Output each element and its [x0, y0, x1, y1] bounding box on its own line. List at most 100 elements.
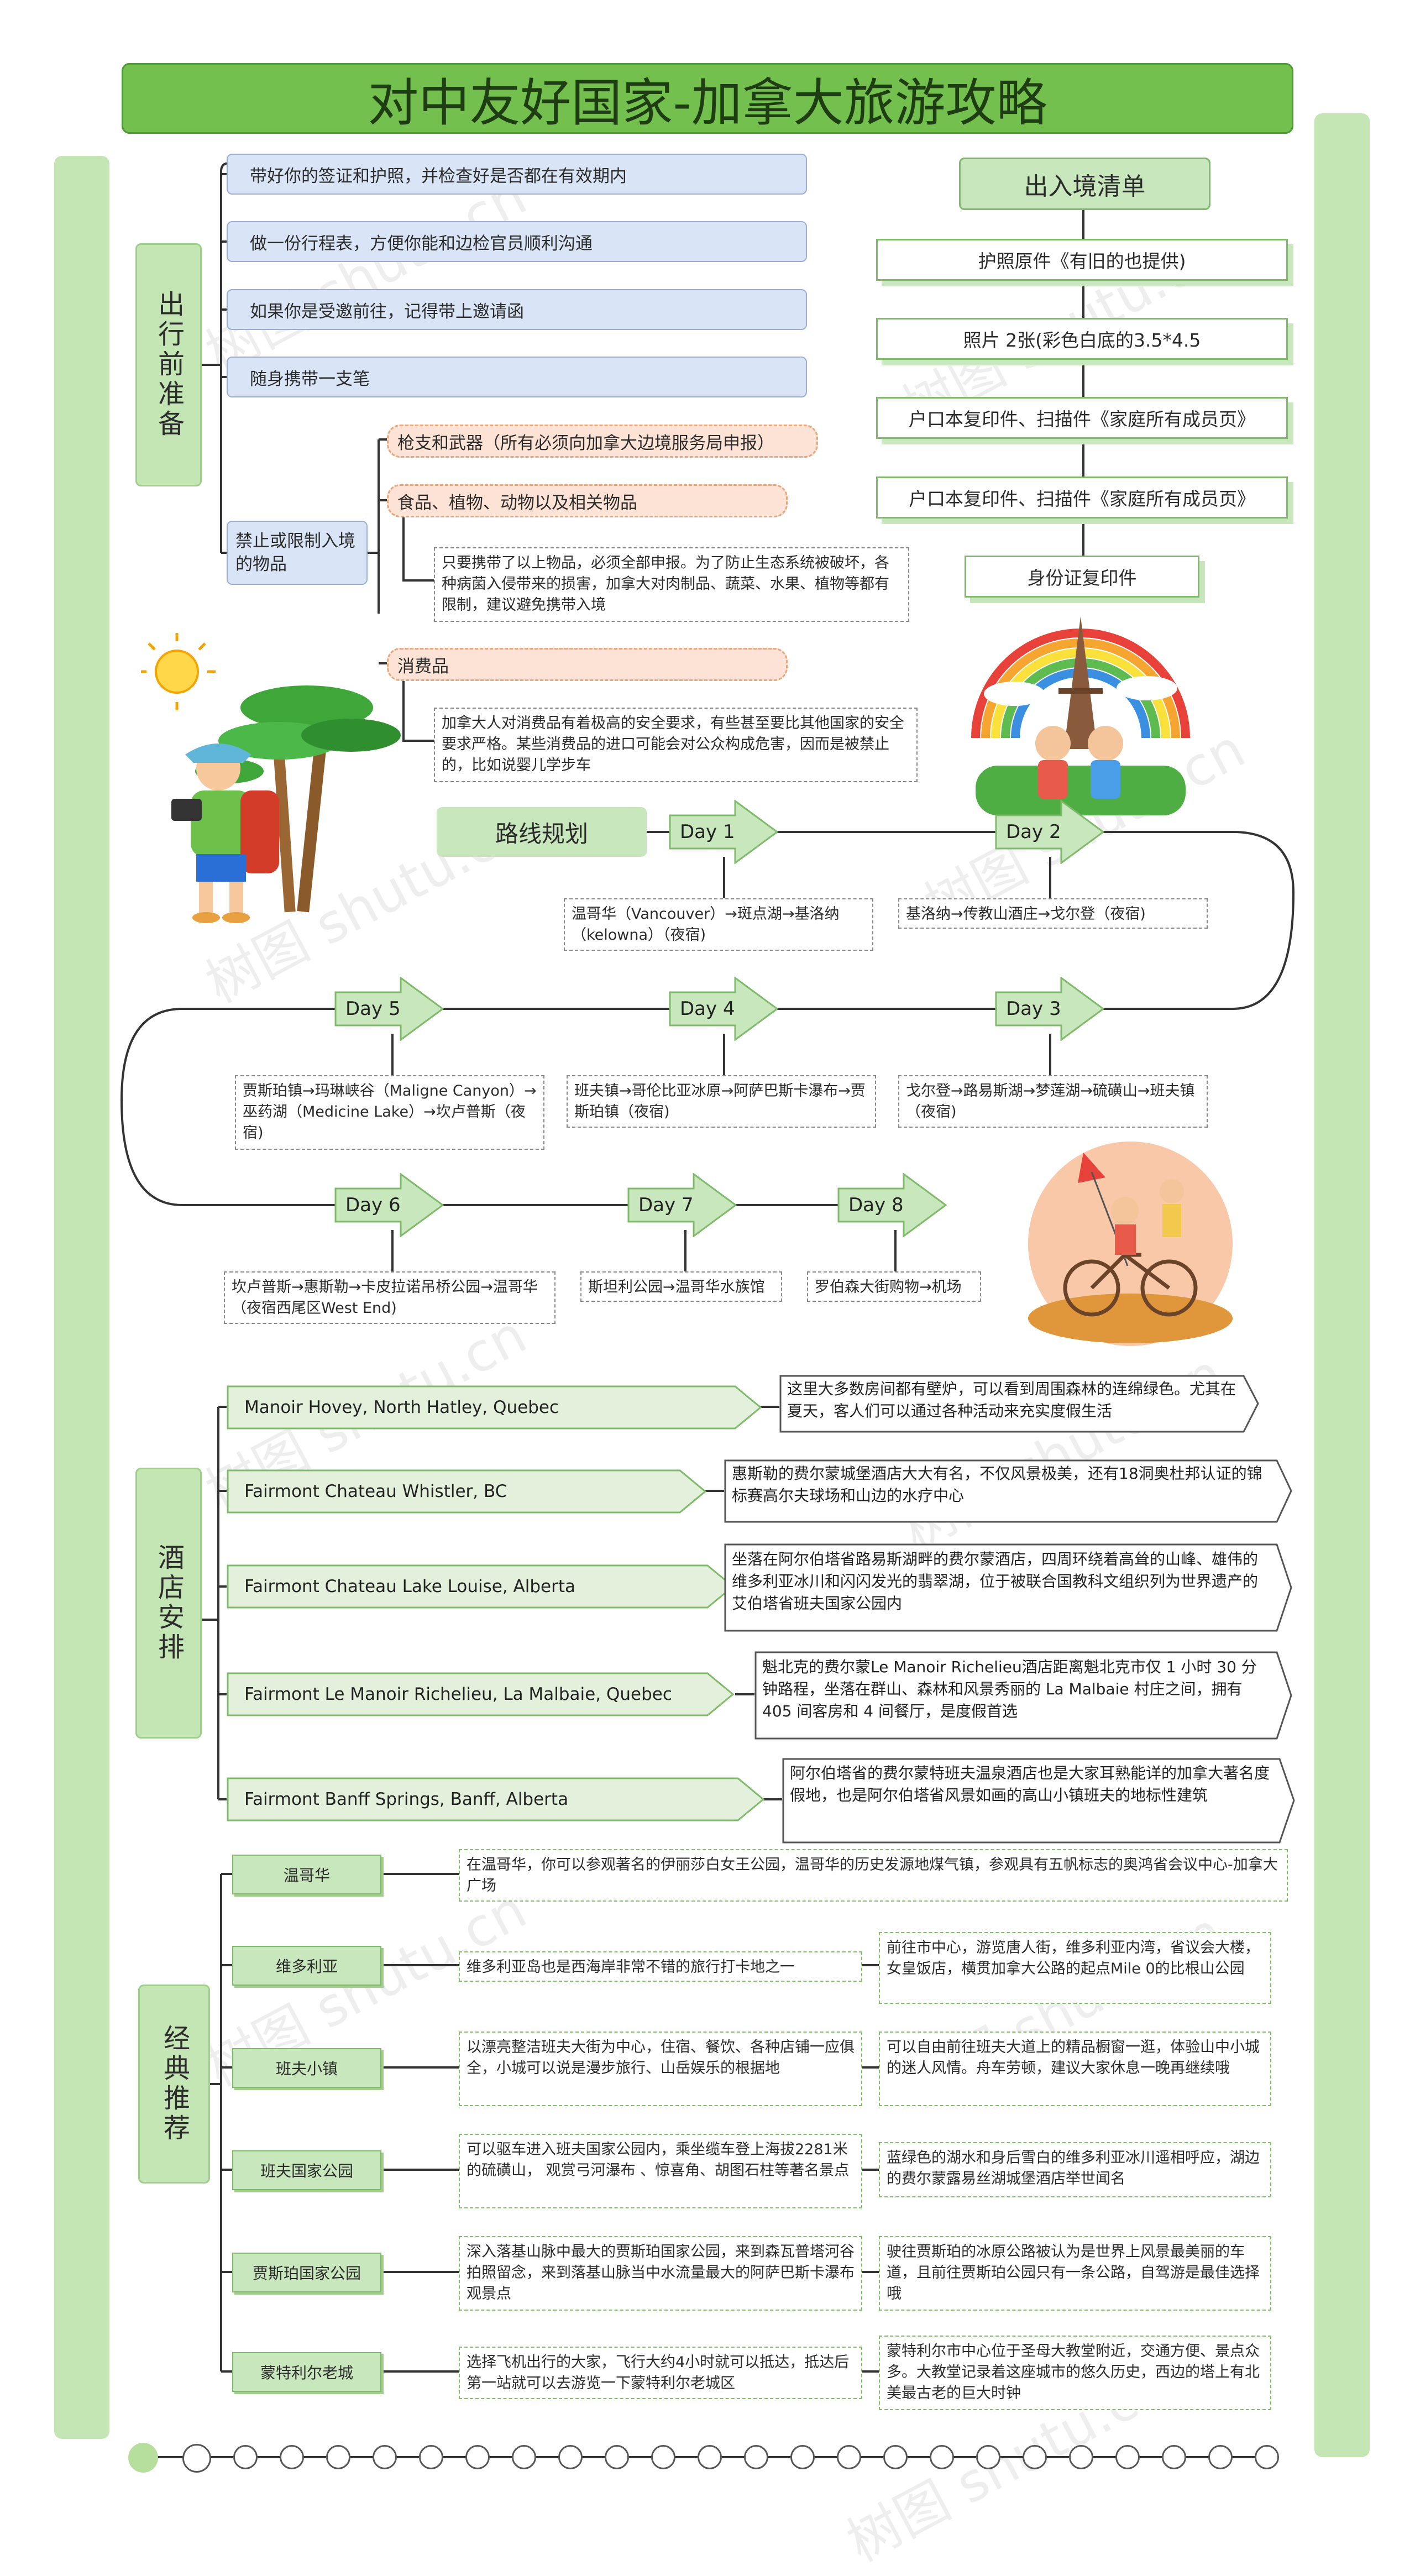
section-hotel: 酒店安排	[135, 1468, 202, 1739]
rec-text: 以漂亮整洁班夫大街为中心，住宿、餐饮、各种店铺一应俱全，小城可以说是漫步旅行、山…	[459, 2032, 862, 2106]
timeline-dot	[930, 2445, 954, 2469]
day5-label: Day 5	[345, 998, 401, 1020]
day5-arrow	[334, 977, 444, 1041]
timeline-dot	[558, 2445, 583, 2469]
day6-text: 坎卢普斯→惠斯勒→卡皮拉诺吊桥公园→温哥华（夜宿西尾区West End)	[224, 1271, 555, 1324]
hotel-name-shape	[227, 1564, 735, 1609]
hotel-name: Fairmont Chateau Lake Louise, Alberta	[244, 1577, 576, 1596]
hotel-desc: 魁北克的费尔蒙Le Manoir Richelieu酒店距离魁北克市仅 1 小时…	[762, 1658, 1257, 1720]
rec-text: 在温哥华，你可以参观著名的伊丽莎白女王公园，温哥华的历史发源地煤气镇，参观具有五…	[459, 1849, 1288, 1902]
hotel-desc: 这里大多数房间都有壁炉，可以看到周围森林的连绵绿色。尤其在夏天，客人们可以通过各…	[787, 1380, 1236, 1420]
timeline-dot	[976, 2445, 1000, 2469]
checklist-item: 护照原件《有旧的也提供)	[876, 239, 1288, 281]
hotel-name: Manoir Hovey, North Hatley, Quebec	[244, 1397, 559, 1417]
restricted-food: 食品、植物、动物以及相关物品	[387, 484, 788, 517]
hotel-name: Fairmont Chateau Whistler, BC	[244, 1481, 507, 1501]
hotel-desc-shape	[724, 1543, 1292, 1632]
restricted-food-note: 只要携带了以上物品，必须全部申报。为了防止生态系统被破坏，各种病菌入侵带来的损害…	[434, 547, 909, 622]
before-item: 做一份行程表，方便你能和边检官员顺利沟通	[227, 221, 807, 262]
cyclists-illustration	[1028, 1142, 1233, 1346]
timeline-dot	[233, 2445, 258, 2469]
timeline-dot	[512, 2445, 536, 2469]
hotel-name-shape	[227, 1469, 707, 1514]
timeline-dot	[419, 2445, 443, 2469]
day4-arrow	[669, 977, 779, 1041]
tourist-illustration	[141, 633, 401, 923]
checklist-item: 户口本复印件、扫描件《家庭所有成员页》	[876, 397, 1288, 439]
timeline-dot	[1069, 2445, 1093, 2469]
rec-text-detail: 可以自由前往班夫大道上的精品橱窗一逛，体验山中小城的迷人风情。舟车劳顿，建议大家…	[879, 2032, 1271, 2106]
day2-arrow	[995, 800, 1105, 864]
rec-text: 维多利亚岛也是西海岸非常不错的旅行打卡地之一	[459, 1951, 862, 1982]
checklist-item: 照片 2张(彩色白底的3.5*4.5	[876, 318, 1288, 360]
timeline-dot	[1162, 2445, 1186, 2469]
day7-arrow	[627, 1173, 737, 1237]
rec-place: 班夫小镇	[232, 2048, 381, 2088]
timeline-dot	[326, 2445, 350, 2469]
day8-text: 罗伯森大街购物→机场	[807, 1271, 981, 1302]
hotel-name-shape	[227, 1777, 765, 1821]
before-item: 随身携带一支笔	[227, 357, 807, 397]
timeline-dot	[1255, 2445, 1279, 2469]
restricted-consumer-note: 加拿大人对消费品有着极高的安全要求，有些甚至要比其他国家的安全要求严格。某些消费…	[434, 708, 918, 782]
timeline-dot	[651, 2445, 675, 2469]
rec-text-detail: 前往市中心，游览唐人街，维多利亚内湾，省议会大楼，女皇饭店，横贯加拿大公路的起点…	[879, 1932, 1271, 2004]
hotel-desc: 阿尔伯塔省的费尔蒙特班夫温泉酒店也是大家耳熟能详的加拿大著名度假地，也是阿尔伯塔…	[790, 1764, 1270, 1804]
eiffel-kids-illustration	[971, 616, 1190, 815]
timeline-dot	[837, 2445, 861, 2469]
timeline-dot	[280, 2445, 304, 2469]
day7-label: Day 7	[638, 1194, 694, 1216]
day4-label: Day 4	[680, 998, 735, 1020]
hotel-desc: 惠斯勒的费尔蒙城堡酒店大大有名，不仅风景极美，还有18洞奥杜邦认证的锦标赛高尔夫…	[732, 1464, 1262, 1505]
day3-text: 戈尔登→路易斯湖→梦莲湖→硫磺山→班夫镇（夜宿)	[898, 1075, 1208, 1128]
timeline-dot	[744, 2445, 768, 2469]
rec-text-detail: 蓝绿色的湖水和身后雪白的维多利亚冰川遥相呼应，湖边的费尔蒙露易丝湖城堡酒店举世闻…	[879, 2142, 1271, 2197]
before-item: 带好你的签证和护照，并检查好是否都在有效期内	[227, 154, 807, 195]
day1-arrow	[669, 800, 779, 864]
rec-place: 蒙特利尔老城	[232, 2352, 381, 2392]
timeline-dot	[1115, 2445, 1140, 2469]
checklist-item: 身份证复印件	[965, 556, 1199, 598]
day6-arrow	[334, 1173, 444, 1237]
timeline-dot	[1208, 2445, 1233, 2469]
timeline-start-dot	[128, 2443, 158, 2473]
restricted-label: 禁止或限制入境的物品	[227, 521, 368, 585]
hotel-desc-shape	[754, 1651, 1292, 1740]
timeline-dot	[698, 2445, 722, 2469]
left-sidebar	[54, 156, 109, 2439]
day8-arrow	[837, 1173, 947, 1237]
restricted-guns: 枪支和武器（所有必须向加拿大边境服务局申报）	[387, 425, 818, 458]
hotel-name-shape	[227, 1385, 762, 1430]
timeline-dot	[605, 2445, 629, 2469]
rec-text: 选择飞机出行的大家，飞行大约4小时就可以抵达，抵达后第一站就可以去游览一下蒙特利…	[459, 2347, 862, 2399]
before-item: 如果你是受邀前往，记得带上邀请函	[227, 289, 807, 330]
rec-place: 温哥华	[232, 1855, 381, 1894]
rec-text: 可以驱车进入班夫国家公园内，乘坐缆车登上海拔2281米的硫磺山， 观赏弓河瀑布 …	[459, 2134, 862, 2208]
right-sidebar	[1314, 113, 1370, 2457]
hotel-desc-shape	[779, 1375, 1259, 1433]
hotel-desc-shape	[724, 1459, 1292, 1523]
day6-label: Day 6	[345, 1194, 401, 1216]
section-before: 出行前准备	[135, 243, 202, 486]
hotel-name: Fairmont Le Manoir Richelieu, La Malbaie…	[244, 1684, 672, 1704]
timeline-dot	[182, 2444, 211, 2473]
restricted-consumer: 消费品	[387, 648, 788, 681]
day2-label: Day 2	[1006, 821, 1061, 843]
timeline-dot	[883, 2445, 908, 2469]
day1-text: 温哥华（Vancouver）→斑点湖→基洛纳（kelowna）（夜宿)	[564, 898, 873, 951]
route-label: 路线规划	[437, 807, 647, 857]
rec-text-detail: 驶往贾斯珀的冰原公路被认为是世界上风景最美丽的车道，且前往贾斯珀公园只有一条公路…	[879, 2236, 1271, 2311]
day4-text: 班夫镇→哥伦比亚冰原→阿萨巴斯卡瀑布→贾斯珀镇（夜宿)	[567, 1075, 876, 1128]
hotel-desc: 坐落在阿尔伯塔省路易斯湖畔的费尔蒙酒店，四周环绕着高耸的山峰、雄伟的维多利亚冰川…	[732, 1550, 1259, 1612]
day3-arrow	[995, 977, 1105, 1041]
day1-label: Day 1	[680, 821, 735, 843]
day5-text: 贾斯珀镇→玛琳峡谷（Maligne Canyon）→巫药湖（Medicine L…	[235, 1075, 544, 1150]
section-recommend: 经典推荐	[138, 1985, 210, 2184]
page-title: 对中友好国家-加拿大旅游攻略	[122, 63, 1293, 134]
timeline-dot	[1023, 2445, 1047, 2469]
timeline-dot	[373, 2445, 397, 2469]
rec-text: 深入落基山脉中最大的贾斯珀国家公园，来到森瓦普塔河谷拍照留念，来到落基山脉当中水…	[459, 2236, 862, 2311]
checklist-item: 户口本复印件、扫描件《家庭所有成员页》	[876, 477, 1288, 519]
hotel-name: Fairmont Banff Springs, Banff, Alberta	[244, 1789, 569, 1809]
day3-label: Day 3	[1006, 998, 1061, 1020]
